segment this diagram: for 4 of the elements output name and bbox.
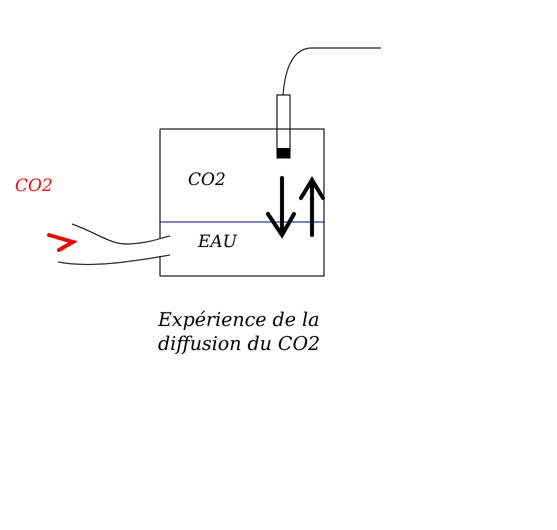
gas-label: CO2 xyxy=(15,178,53,195)
gas-label: CO2 xyxy=(188,172,226,189)
caption: Expérience de la diffusion du CO2 xyxy=(158,308,322,356)
water-label: EAU xyxy=(198,234,238,251)
